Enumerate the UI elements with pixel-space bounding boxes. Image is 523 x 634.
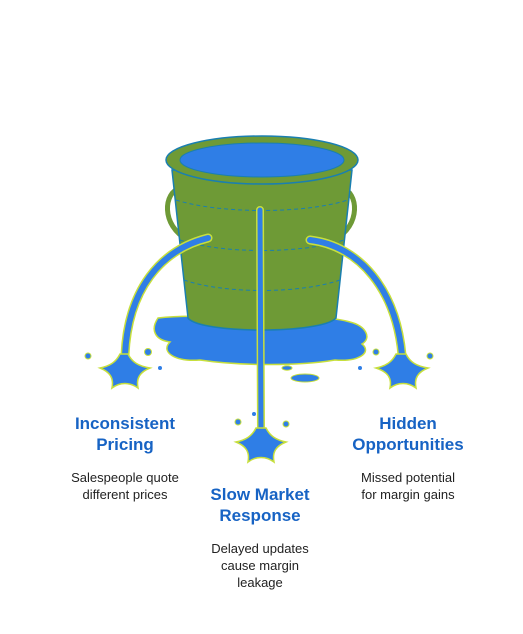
- leak-description: Missed potential for margin gains: [361, 470, 455, 502]
- leak-description: Salespeople quote different prices: [71, 470, 179, 502]
- leak-description: Delayed updates cause margin leakage: [211, 541, 309, 590]
- leak-title: Inconsistent Pricing: [74, 414, 176, 454]
- leak-label-inconsistent-pricing: Inconsistent Pricing Salespeople quote d…: [40, 413, 210, 503]
- leak-label-hidden-opportunities: Hidden Opportunities Missed potential fo…: [323, 413, 493, 503]
- leak-stream-middle: [233, 206, 290, 464]
- leak-title: Hidden Opportunities: [352, 414, 464, 454]
- leak-stream-left: [84, 233, 213, 390]
- leak-label-slow-market-response: Slow Market Response Delayed updates cau…: [175, 484, 345, 591]
- leak-title: Slow Market Response: [210, 485, 310, 525]
- leak-stream-right: [305, 235, 434, 390]
